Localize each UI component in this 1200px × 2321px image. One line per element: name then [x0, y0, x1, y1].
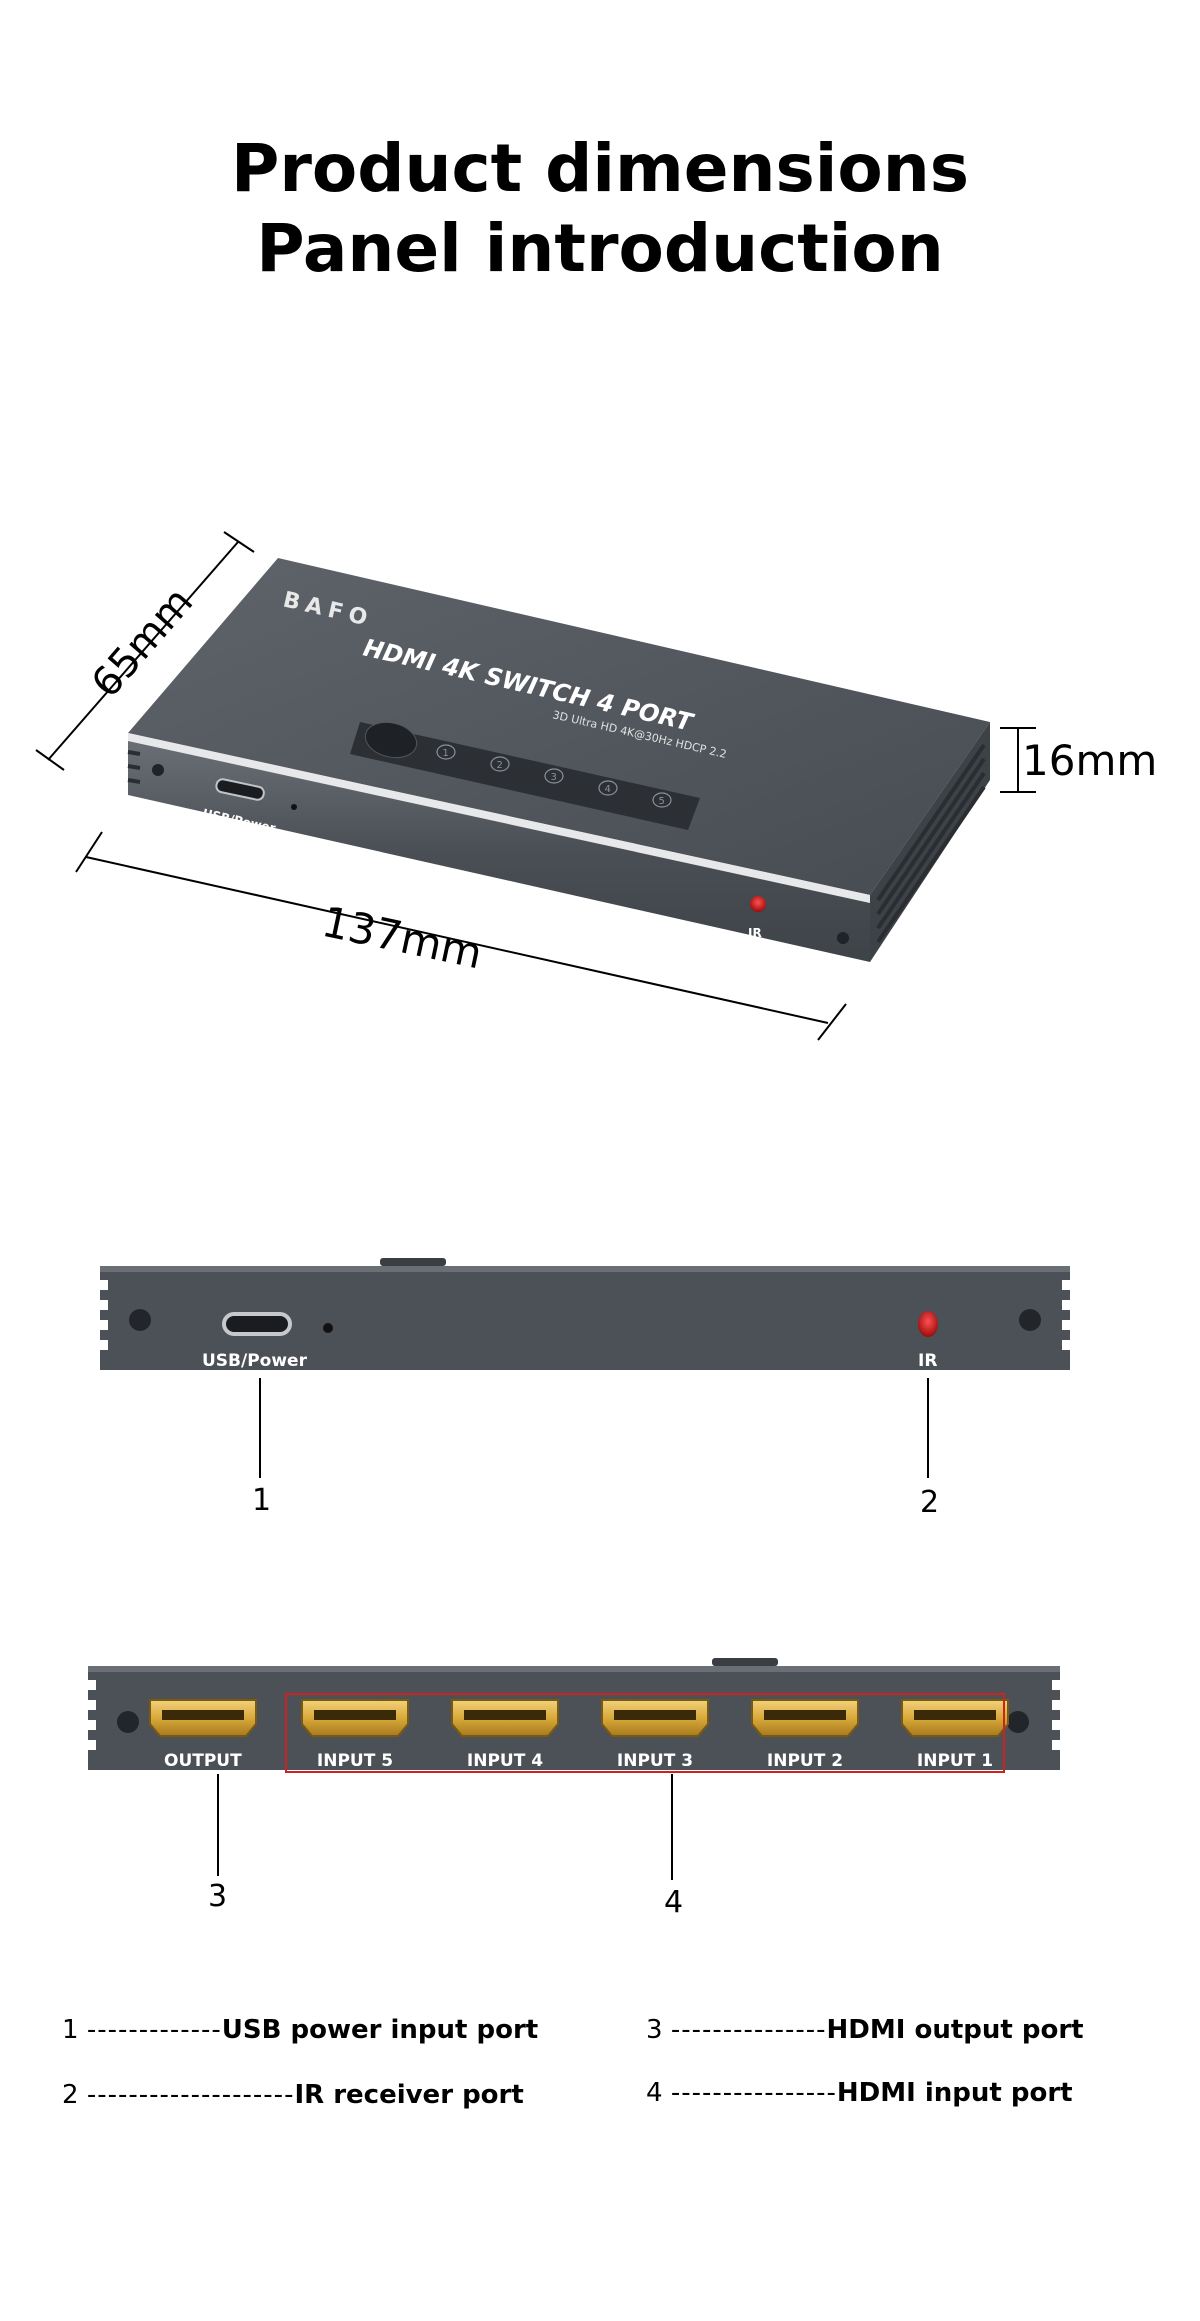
legend-number: 4 — [646, 2078, 663, 2108]
dimension-height-label: 16mm — [1022, 736, 1157, 785]
legend-number: 3 — [646, 2015, 663, 2045]
switch-button — [364, 721, 418, 759]
screw-icon — [129, 1309, 151, 1331]
legend-dashes: --------------- — [670, 2015, 827, 2045]
device-front-face — [128, 741, 870, 962]
indicator-ring — [598, 780, 618, 796]
screw-icon — [1007, 1711, 1029, 1733]
ir-label: IR — [918, 1351, 937, 1371]
ir-led-3d — [750, 896, 766, 912]
input-label: INPUT 2 — [767, 1751, 843, 1771]
page-title-line-1: Product dimensions — [230, 130, 970, 207]
usb-power-label: USB/Power — [202, 1351, 308, 1371]
indicator-number: 3 — [551, 772, 557, 783]
screw-icon — [1019, 1309, 1041, 1331]
indicator-number: 4 — [605, 784, 611, 795]
page-title-line-2: Panel introduction — [256, 210, 944, 287]
screw-icon — [152, 764, 164, 776]
callout-lines-rear — [217, 1774, 673, 1880]
callout-4: 4 — [664, 1885, 683, 1920]
device-top-edge — [128, 733, 870, 903]
input-label: INPUT 1 — [917, 1751, 993, 1771]
legend-item-hdmi-output: 3 ---------------HDMI output port — [646, 2015, 1084, 2045]
device-top-surface — [128, 558, 990, 895]
legend-text: IR receiver port — [294, 2080, 524, 2110]
dimension-length-label: 137mm — [318, 897, 487, 979]
callout-3: 3 — [208, 1879, 227, 1914]
hdmi-input-port: INPUT 5 — [301, 1699, 409, 1771]
usb-c-port — [222, 1312, 292, 1336]
legend-text: HDMI output port — [826, 2015, 1084, 2045]
callout-1: 1 — [252, 1483, 271, 1518]
reset-hole-3d — [291, 804, 297, 810]
legend-item-ir: 2 --------------------IR receiver port — [62, 2080, 524, 2110]
screw-icon — [837, 932, 849, 944]
usb-port-3d — [215, 778, 265, 801]
legend-dashes: ---------------- — [670, 2078, 837, 2108]
legend-dashes: -------------------- — [86, 2080, 295, 2110]
indicator-lights: 1 2 3 4 5 — [436, 744, 672, 808]
indicator-ring — [652, 792, 672, 808]
ir-label-3d: IR — [748, 926, 762, 940]
legend-number: 2 — [62, 2080, 79, 2110]
indicator-number: 2 — [497, 760, 503, 771]
legend-item-hdmi-input: 4 ----------------HDMI input port — [646, 2078, 1073, 2108]
legend-text: HDMI input port — [836, 2078, 1073, 2108]
output-label: OUTPUT — [164, 1751, 242, 1771]
indicator-ring — [490, 756, 510, 772]
hdmi-input-port: INPUT 4 — [451, 1699, 559, 1771]
hdmi-input-port: INPUT 3 — [601, 1699, 709, 1771]
reset-hole — [323, 1323, 333, 1333]
legend-number: 1 — [62, 2015, 79, 2045]
input-label: INPUT 3 — [617, 1751, 693, 1771]
indicator-ring — [436, 744, 456, 760]
indicator-number: 5 — [659, 796, 665, 807]
legend-item-usb: 1 -------------USB power input port — [62, 2015, 538, 2045]
screw-icon — [117, 1711, 139, 1733]
front-panel-view: USB/Power IR — [100, 1258, 1070, 1371]
legend-dashes: ------------- — [86, 2015, 222, 2045]
dimension-lines — [35, 531, 1036, 1041]
hdmi-output-port: OUTPUT — [149, 1699, 257, 1771]
indicator-number: 1 — [443, 748, 449, 759]
hdmi-input-port: INPUT 1 — [901, 1699, 1009, 1771]
input-highlight-box — [285, 1693, 1005, 1773]
callout-2: 2 — [920, 1485, 939, 1520]
device-fins — [876, 743, 986, 944]
legend-text: USB power input port — [221, 2015, 539, 2045]
hdmi-input-ports: INPUT 5 INPUT 4 INPUT 3 INPUT 2 INPUT 1 — [301, 1699, 1009, 1771]
input-label: INPUT 4 — [467, 1751, 543, 1771]
callout-lines-front — [259, 1378, 929, 1478]
input-label: INPUT 5 — [317, 1751, 393, 1771]
hdmi-input-port: INPUT 2 — [751, 1699, 859, 1771]
indicator-ring — [544, 768, 564, 784]
ir-receiver — [918, 1311, 938, 1337]
device-3d-view: BAFO HDMI 4K SWITCH 4 PORT 3D Ultra HD 4… — [127, 558, 990, 962]
